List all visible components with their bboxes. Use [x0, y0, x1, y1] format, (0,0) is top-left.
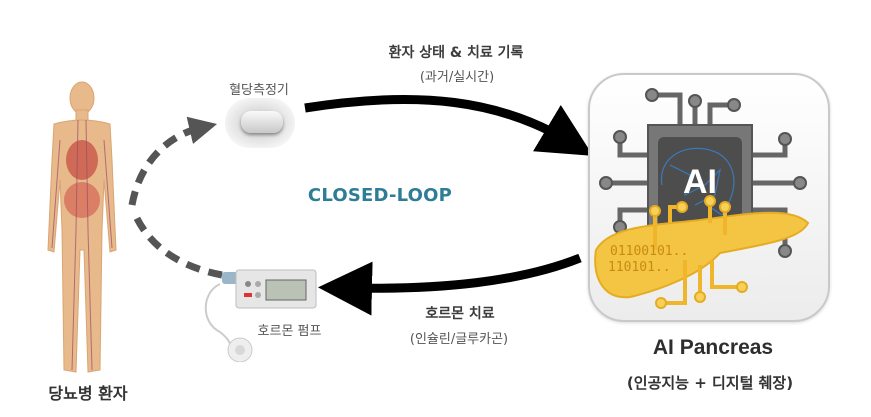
- sensor-label: 혈당측정기: [229, 83, 289, 98]
- ai-pancreas-title: AI Pancreas: [652, 336, 774, 359]
- pump-label: 호르몬 펌프: [257, 324, 322, 339]
- ai-pancreas-subtitle: (인공지능 + 디지털 췌장): [626, 374, 794, 392]
- closed-loop-label: CLOSED-LOOP: [307, 185, 453, 206]
- flow-bottom-title: 호르몬 치료: [425, 306, 495, 322]
- dashed-arrow-pump-to-patient: [130, 210, 223, 279]
- binary-text-line2: 110101..: [608, 260, 671, 275]
- dashed-arrow-patient-to-sensor: [128, 116, 218, 206]
- insulin-pump-icon: [200, 262, 320, 363]
- ai-chip-pancreas-icon: AI 01100101.. 110101..: [594, 88, 810, 309]
- human-body-anatomy-icon: [47, 81, 117, 373]
- flow-top-subtitle: (과거/실시간): [419, 70, 495, 85]
- flow-bottom-subtitle: (인슐린/글루카곤): [409, 332, 509, 347]
- binary-text-line1: 01100101..: [610, 244, 688, 259]
- ai-pancreas-icon-frame: AI 01100101.. 110101..: [588, 73, 830, 322]
- patient-label: 당뇨병 환자: [48, 384, 128, 403]
- ai-chip-text: AI: [683, 163, 717, 201]
- arrow-sensor-to-ai: [304, 94, 594, 156]
- glucose-sensor-icon: [225, 98, 295, 148]
- flow-top-title: 환자 상태 & 치료 기록: [388, 45, 524, 61]
- arrow-ai-to-pump: [318, 253, 582, 316]
